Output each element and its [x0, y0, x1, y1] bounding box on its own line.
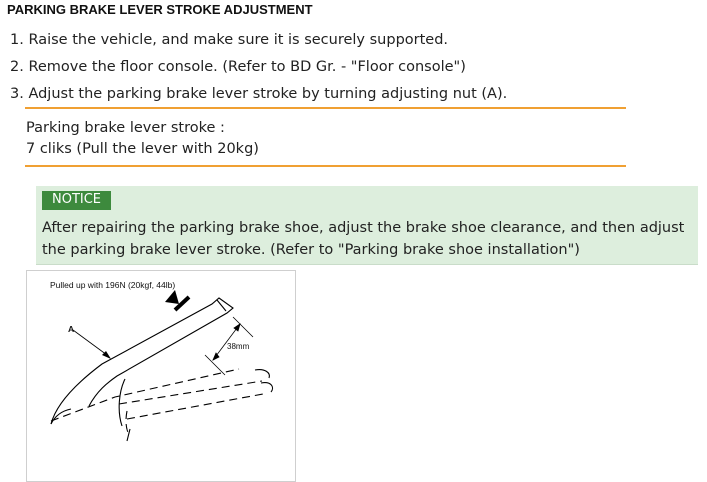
lever-dashed	[50, 368, 264, 437]
figure-caption: Pulled up with 196N (20kgf, 44lb)	[50, 280, 175, 290]
lever-solid	[50, 297, 234, 442]
notice-text: After repairing the parking brake shoe, …	[42, 220, 685, 258]
step-1: 1. Raise the vehicle, and make sure it i…	[10, 32, 449, 48]
spec-block: Parking brake lever stroke : 7 cliks (Pu…	[26, 118, 259, 160]
divider-top	[25, 107, 626, 109]
spec-label: Parking brake lever stroke :	[26, 120, 225, 136]
dimension-lines	[204, 316, 254, 376]
label-a: A	[68, 324, 74, 334]
step-2: 2. Remove the floor console. (Refer to B…	[10, 59, 466, 75]
leader-a	[72, 329, 111, 359]
spec-value: 7 cliks (Pull the lever with 20kg)	[26, 141, 259, 157]
notice-box: NOTICE After repairing the parking brake…	[36, 186, 698, 265]
notice-badge: NOTICE	[42, 191, 112, 210]
lever-diagram: Pulled up with 196N (20kgf, 44lb) A	[26, 270, 296, 482]
step-3: 3. Adjust the parking brake lever stroke…	[10, 86, 508, 102]
lever-illustration: Pulled up with 196N (20kgf, 44lb) A	[50, 280, 274, 442]
lever-end-cap	[254, 369, 274, 393]
procedure-steps: 1. Raise the vehicle, and make sure it i…	[10, 27, 690, 108]
pull-arrow-icon	[165, 290, 191, 312]
divider-bottom	[25, 165, 626, 167]
dimension-label: 38mm	[227, 342, 250, 351]
page-title: PARKING BRAKE LEVER STROKE ADJUSTMENT	[7, 2, 313, 17]
